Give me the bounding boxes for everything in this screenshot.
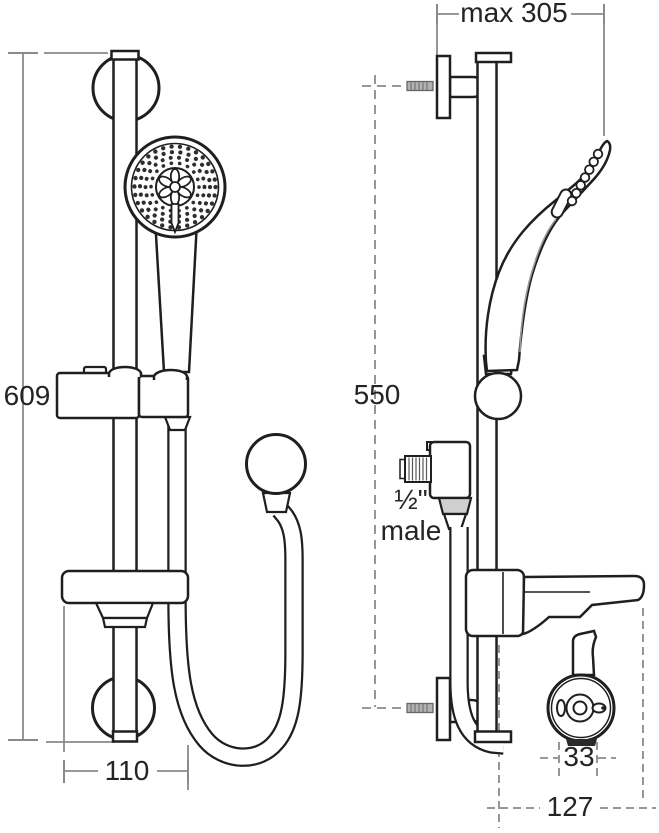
- hose-outlet-knob: [245, 433, 307, 514]
- spray-face-edge: [550, 188, 573, 219]
- side-fixing-screw-bottom: [406, 702, 434, 714]
- thread-hatching: [408, 457, 428, 481]
- dim-front-height-label: 609: [3, 380, 51, 411]
- shower-head-front: [123, 135, 227, 239]
- side-swivel-arm: [464, 568, 646, 638]
- dim-front-width-lines: [63, 606, 189, 790]
- holder-knob-detail: [546, 629, 616, 746]
- dim-front-height-lines: [8, 52, 115, 743]
- soap-shelf: [60, 569, 190, 629]
- handset-side: [484, 139, 612, 373]
- dim-max-reach-label: max 305: [460, 0, 568, 28]
- holder-ball: [473, 371, 523, 421]
- side-fixing-screw-top: [406, 80, 434, 92]
- dim-fixing-centres-label: 550: [353, 379, 401, 410]
- dim-knob-width-label: 33: [563, 741, 595, 772]
- hose-cone-front: [163, 415, 192, 432]
- connector-gender-label: male: [380, 515, 442, 546]
- dim-knob-width-lines: [540, 742, 616, 776]
- hose-front: [167, 414, 304, 767]
- rail-bracket-front: [55, 365, 190, 420]
- spray-face-dots: [566, 148, 604, 207]
- connector-size-label: ½": [394, 484, 428, 515]
- handset-handle-front: [153, 216, 199, 374]
- half-inch-connector: [399, 440, 473, 531]
- dim-front-width-label: 110: [104, 755, 150, 786]
- dim-max-reach-lines: [436, 4, 605, 136]
- dim-projection-label: 127: [546, 791, 594, 822]
- spray-selector-flower: [158, 168, 192, 206]
- side-view: [399, 51, 646, 755]
- spray-nozzle-dots: [132, 144, 218, 230]
- front-view: [55, 49, 307, 767]
